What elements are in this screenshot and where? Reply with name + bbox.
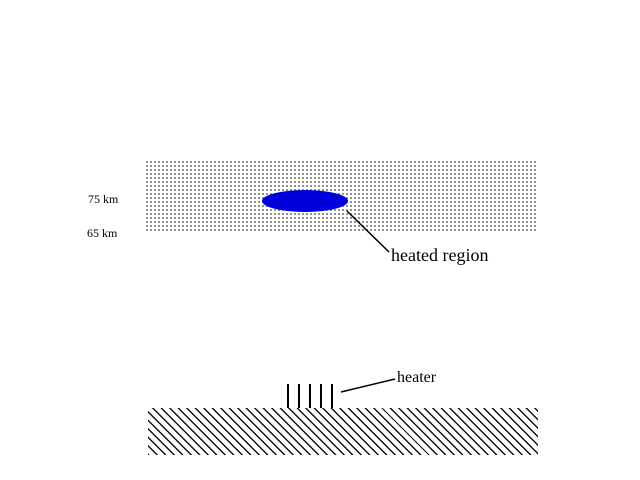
heated-region-ellipse xyxy=(262,190,348,212)
heated-region-label: heated region xyxy=(391,245,489,265)
altitude-label-75km: 75 km xyxy=(88,192,119,206)
heater-pointer-line xyxy=(340,378,396,393)
altitude-label-65km: 65 km xyxy=(87,226,118,240)
heater-antenna-lines xyxy=(287,384,333,409)
ground-hatched-region xyxy=(148,408,538,455)
heater-label: heater xyxy=(397,369,437,386)
